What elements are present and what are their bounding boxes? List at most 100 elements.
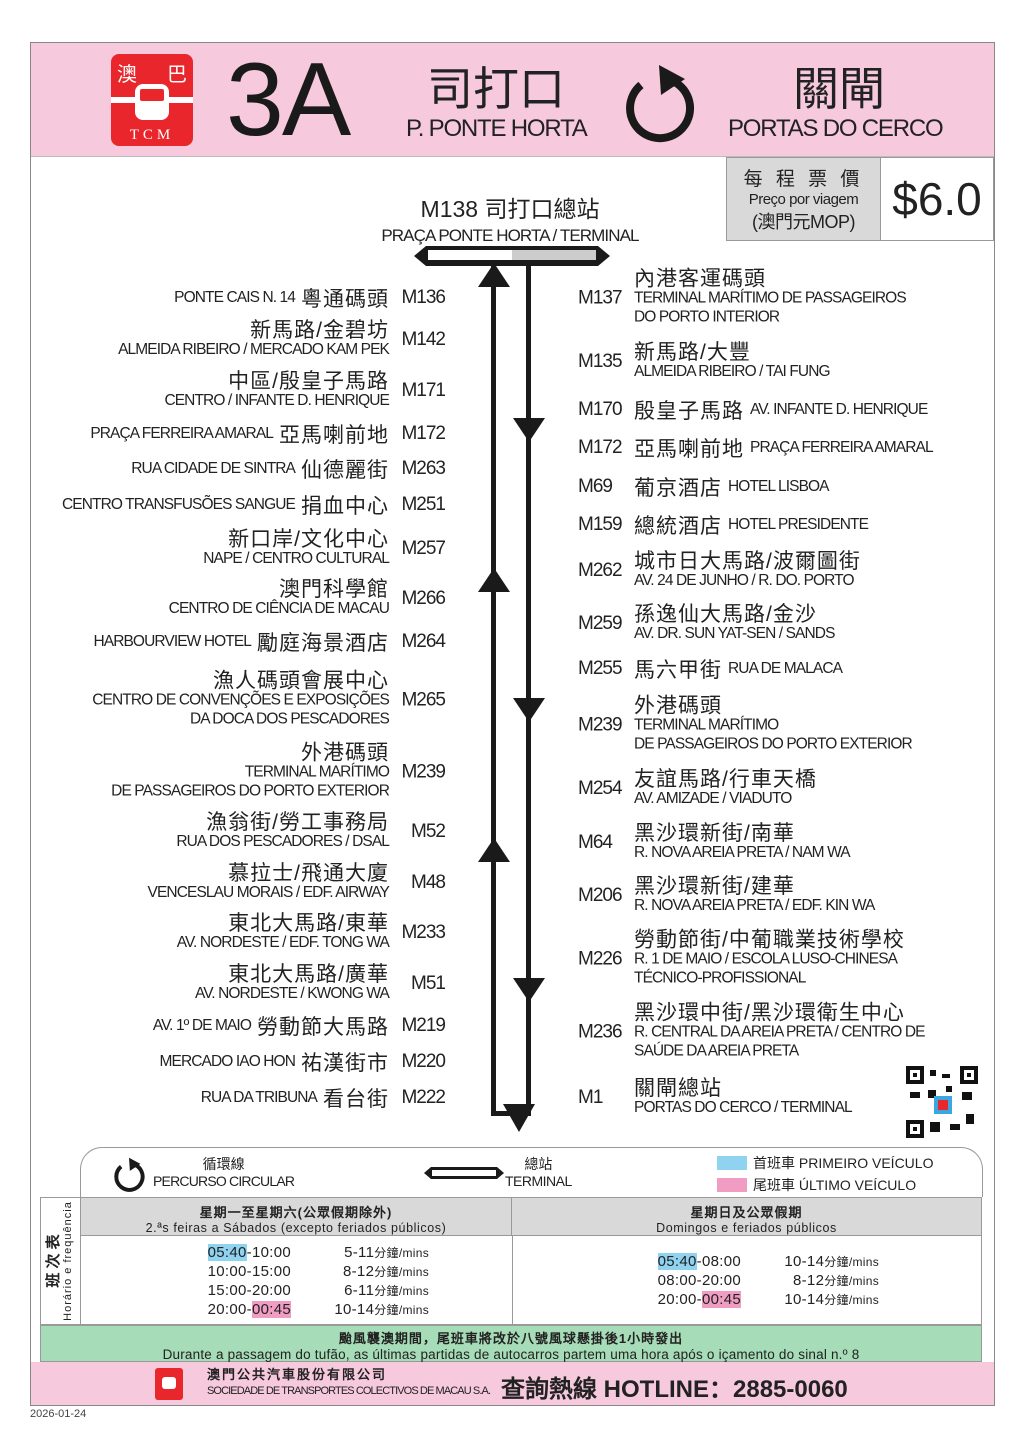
stop-code: M220 xyxy=(401,1051,446,1072)
stop-name-zh: 看台街 xyxy=(323,1088,389,1111)
start-time: 05:40 xyxy=(207,1244,247,1261)
stop-name-zh: 漁翁街/勞工事務局 xyxy=(206,811,389,834)
stop-name-pt: CENTRO / INFANTE D. HENRIQUE xyxy=(164,392,389,409)
stop-code: M135 xyxy=(578,351,623,372)
weekday-header: 星期一至星期六(公眾假期除外) 2.ªs feiras a Sábados (e… xyxy=(81,1198,512,1236)
legend-terminal-pt: TERMINAL xyxy=(505,1173,572,1189)
stop-name-pt: TERMINAL MARÍTIMO DE PASSAGEIROS xyxy=(634,289,907,307)
timetable-side-label: 班 次 表 Horário e frequência xyxy=(41,1198,81,1324)
stop-code: M159 xyxy=(578,514,623,535)
last-bus-swatch xyxy=(717,1178,747,1192)
legend-terminal-zh: 總站 xyxy=(524,1156,553,1172)
stop-name-pt: CENTRO DE CIÊNCIA DE MACAU xyxy=(168,600,390,617)
stop-name-zh: 黑沙環中街/黑沙環衛生中心 xyxy=(634,1001,905,1025)
logo-text: 澳 xyxy=(117,64,137,86)
origin-zh: 司打口 xyxy=(427,63,565,115)
stop-name-pt: PRAÇA FERREIRA AMARAL xyxy=(750,439,934,456)
down-arrow-icon xyxy=(513,418,545,442)
dash: - xyxy=(246,1301,252,1318)
stop-name-pt: AV. AMIZADE / VIADUTO xyxy=(634,790,792,807)
stop-name-pt: CENTRO DE CONVENÇÕES E EXPOSIÇÕES xyxy=(92,691,390,709)
logo-text: TCM xyxy=(129,127,175,143)
legend: 循環線 PERCURSO CIRCULAR 總站 TERMINAL 首班車 PR… xyxy=(80,1147,983,1197)
bus-icon xyxy=(135,84,169,120)
holiday-header: 星期日及公眾假期 Domingos e feriados públicos xyxy=(512,1198,981,1236)
fare-label-pt: Preço por viagem xyxy=(748,191,859,208)
fare-box: 每 程 票 價 Preço por viagem (澳門元MOP) $6.0 xyxy=(726,157,994,241)
stop-name-pt: ALMEIDA RIBEIRO / TAI FUNG xyxy=(634,363,831,380)
freq-unit: 分鐘/mins xyxy=(824,1255,879,1269)
stop-code: M48 xyxy=(411,872,446,893)
stop-code: M257 xyxy=(401,538,446,559)
up-arrow-icon xyxy=(478,263,510,287)
company-pt: SOCIEDADE DE TRANSPORTES COLECTIVOS DE M… xyxy=(207,1385,491,1397)
stop-name-zh: 東北大馬路/東華 xyxy=(228,912,389,935)
stop-code: M171 xyxy=(401,380,446,401)
print-date: 2026-01-24 xyxy=(30,1408,87,1420)
stop-name-zh: 勞動節大馬路 xyxy=(257,1016,389,1039)
stop-name: 葡京酒店 HOTEL LISBOA xyxy=(634,472,830,502)
terminal-icon xyxy=(424,1167,504,1179)
stop-name-pt: R. NOVA AREIA PRETA / NAM WA xyxy=(634,844,851,861)
stop-code: M236 xyxy=(578,1021,623,1042)
stop-code: M264 xyxy=(401,631,446,652)
stop-name-zh: 中區/殷皇子馬路 xyxy=(228,370,389,393)
stop-name-pt: TERMINAL MARÍTIMO xyxy=(634,716,779,734)
stop-code: M136 xyxy=(401,287,446,308)
stop-name-pt: NAPE / CENTRO CULTURAL xyxy=(203,550,390,567)
start-time: 15:00 xyxy=(207,1282,247,1299)
stop-code: M265 xyxy=(401,689,446,710)
stop-name-zh: 東北大馬路/廣華 xyxy=(228,963,389,986)
stop-name-zh: 新口岸/文化中心 xyxy=(228,528,389,551)
weekday-title-pt: 2.ªs feiras a Sábados (excepto feriados … xyxy=(145,1221,447,1235)
stop-name-zh: 外港碼頭 xyxy=(301,741,389,765)
time-range: 20:00-00:45 xyxy=(641,1290,741,1309)
stop-name-pt: DO PORTO INTERIOR xyxy=(634,308,780,326)
frequency: 8-12分鐘/mins xyxy=(309,1262,429,1281)
freq-value: 8-12 xyxy=(342,1263,375,1280)
stop-name-pt: HOTEL LISBOA xyxy=(728,478,830,495)
stop-name-pt: TERMINAL MARÍTIMO xyxy=(244,763,390,781)
down-arrow-icon xyxy=(513,698,545,722)
stop-name-pt: ALMEIDA RIBEIRO / MERCADO KAM PEK xyxy=(118,341,390,358)
legend-first: 首班車 PRIMEIRO VEÍCULO xyxy=(753,1155,934,1171)
stop-name-zh: 葡京酒店 xyxy=(634,477,722,500)
stop-name-zh: 城市日大馬路/波爾圖街 xyxy=(634,550,861,573)
time-range: 20:00-00:45 xyxy=(191,1300,291,1319)
qr-code-icon xyxy=(906,1066,978,1138)
legend-circular-pt: PERCURSO CIRCULAR xyxy=(153,1173,295,1189)
time-range: 05:40-08:00 xyxy=(641,1252,741,1271)
stop-code: M52 xyxy=(411,821,446,842)
stop-code: M259 xyxy=(578,613,623,634)
stop-name-zh: 新馬路/大豐 xyxy=(634,341,751,364)
terminal-start-pt: PRAÇA PONTE HORTA / TERMINAL xyxy=(381,226,639,245)
stop-code: M172 xyxy=(578,437,623,458)
dash: - xyxy=(696,1291,702,1308)
